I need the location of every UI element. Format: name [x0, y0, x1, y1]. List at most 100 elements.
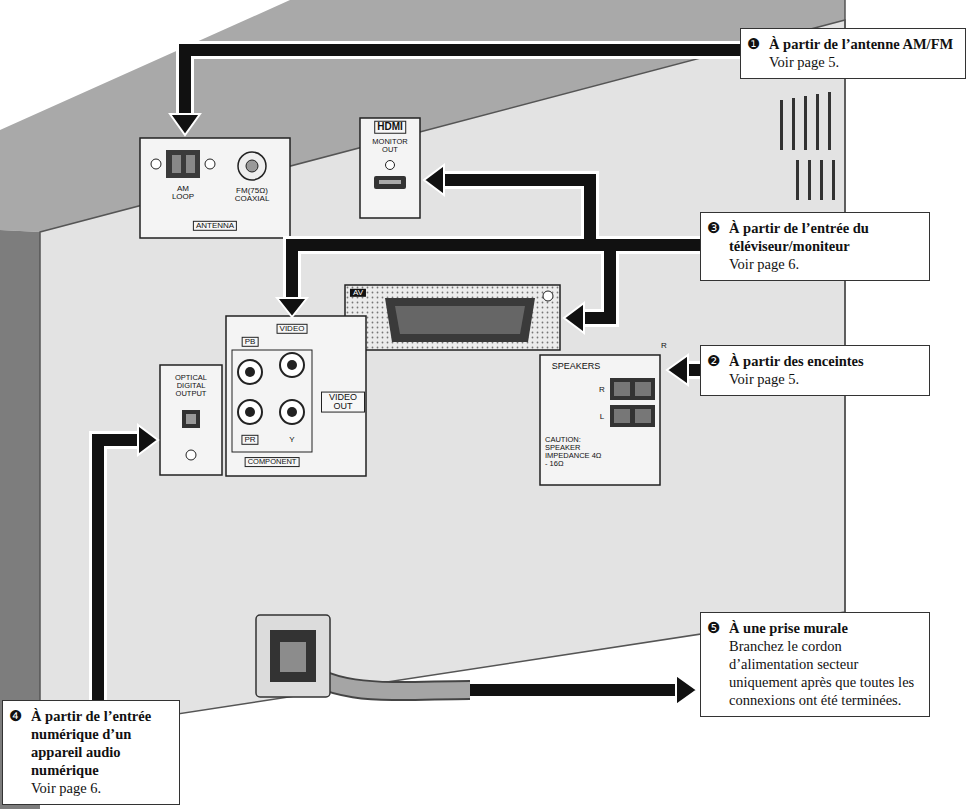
callout-content: À partir de l’entrée du téléviseur/monit…	[729, 219, 921, 273]
hdmi-terminal	[374, 176, 406, 189]
callout-number: ❷	[707, 352, 729, 370]
antenna-terminal	[172, 155, 181, 173]
power-inlet	[280, 642, 306, 672]
antenna-terminal	[151, 159, 161, 169]
callout-content: À partir des enceintesVoir page 5.	[729, 352, 921, 388]
antenna-terminal	[205, 159, 215, 169]
vent-slots	[816, 94, 819, 150]
scart-terminal	[385, 298, 535, 342]
speaker-terminal	[540, 355, 660, 485]
video-out-terminal	[287, 407, 297, 417]
leader-arrow	[98, 50, 740, 705]
panel-label: MONITOR OUT	[367, 138, 413, 154]
video-out-terminal	[226, 316, 366, 476]
panel-label: PR	[241, 435, 258, 445]
callout-content: À partir de l’antenne AM/FMVoir page 5.	[769, 35, 957, 71]
optical-terminal	[160, 365, 222, 475]
vent-slots	[808, 160, 811, 200]
antenna-terminal	[140, 138, 290, 238]
speaker-terminal	[610, 378, 655, 400]
callout-box: ❹À partir de l’entrée numérique d’un app…	[2, 700, 180, 805]
video-out-terminal	[238, 400, 262, 424]
leader-arrow	[442, 180, 590, 245]
vent-slots	[780, 92, 835, 200]
callout-heading: À partir de l’entrée du téléviseur/monit…	[729, 219, 921, 255]
antenna-terminal	[246, 160, 258, 172]
leader-arrow	[138, 114, 697, 705]
callout-number: ❶	[747, 35, 769, 53]
hdmi-terminal	[379, 180, 401, 184]
optical-terminal	[160, 365, 222, 475]
leader-arrow	[185, 50, 740, 116]
leader-arrow	[292, 245, 700, 300]
panel-label: VIDEO	[277, 324, 308, 334]
callout-content: À partir de l’entrée numérique d’un appa…	[31, 707, 171, 797]
leader-arrow	[277, 298, 307, 317]
panel-label: AM LOOP	[166, 185, 200, 202]
panel-label: CAUTION: SPEAKER IMPEDANCE 4Ω - 16Ω	[545, 436, 605, 468]
panel-label: ANTENNA	[193, 221, 237, 231]
optical-terminal	[182, 410, 200, 428]
panel-label: SPEAKERS	[552, 362, 601, 371]
speaker-terminal	[635, 382, 651, 396]
hdmi-terminal	[360, 118, 420, 218]
callout-box: ❶À partir de l’antenne AM/FMVoir page 5.	[740, 28, 966, 79]
callout-heading: À une prise murale	[729, 619, 921, 637]
callout-note: Voir page 5.	[769, 53, 957, 71]
antenna-terminal	[238, 152, 266, 180]
video-out-terminal	[245, 367, 255, 377]
leader-arrow	[667, 355, 688, 385]
panel-edge	[844, 0, 846, 612]
leader-arrow	[582, 245, 610, 318]
panel-label: AV	[350, 289, 366, 297]
speaker-terminal	[614, 382, 630, 396]
vent-slots	[832, 160, 835, 200]
callout-number: ❹	[9, 707, 31, 725]
leader-arrow	[138, 425, 158, 455]
callout-box: ❺À une prise muraleBranchez le cordon d’…	[700, 612, 930, 717]
leader-arrow	[98, 440, 140, 705]
vent-slots	[828, 92, 831, 150]
callout-box: ❸À partir de l’entrée du téléviseur/moni…	[700, 212, 930, 281]
vent-slots	[796, 160, 799, 200]
power-inlet	[256, 615, 470, 697]
panel-label: Y	[289, 436, 294, 444]
callout-note: Branchez le cordon d’alimentation secteu…	[729, 637, 921, 709]
panel-label: HDMI	[374, 121, 406, 134]
vent-slots	[804, 96, 807, 150]
panel-label: R	[599, 386, 605, 394]
scart-terminal	[345, 285, 560, 350]
vent-slots	[780, 100, 783, 150]
leader-arrow	[185, 50, 740, 116]
hdmi-terminal	[386, 161, 395, 170]
speaker-terminal	[635, 409, 651, 423]
callout-note: Voir page 6.	[31, 779, 171, 797]
leader-arrow	[98, 50, 740, 705]
power-inlet	[256, 615, 330, 697]
leader-arrow	[470, 681, 678, 699]
scart-terminal	[345, 285, 560, 350]
leader-arrow	[442, 180, 590, 245]
scart-terminal	[543, 291, 553, 301]
leader-arrow	[582, 245, 610, 318]
callout-box: ❷À partir des enceintesVoir page 5.	[700, 345, 930, 396]
callout-heading: À partir de l’entrée numérique d’un appa…	[31, 707, 171, 779]
leader-arrow	[98, 50, 740, 705]
panel-label: FM(75Ω) COAXIAL	[224, 187, 280, 204]
hdmi-terminal	[360, 118, 420, 218]
antenna-terminal	[166, 150, 200, 178]
optical-terminal	[186, 450, 196, 460]
callout-number: ❸	[707, 219, 729, 237]
callout-note: Voir page 6.	[729, 255, 921, 273]
vent-slots	[792, 98, 795, 150]
leader-arrow	[98, 440, 140, 705]
callout-note: Voir page 5.	[729, 370, 921, 388]
vent-slots	[820, 160, 823, 200]
leader-arrow	[470, 684, 678, 696]
speaker-terminal	[614, 409, 630, 423]
leader-arrow	[676, 675, 697, 705]
panel-label: R	[661, 342, 667, 350]
video-out-terminal	[280, 400, 304, 424]
leader-arrow	[170, 114, 200, 135]
